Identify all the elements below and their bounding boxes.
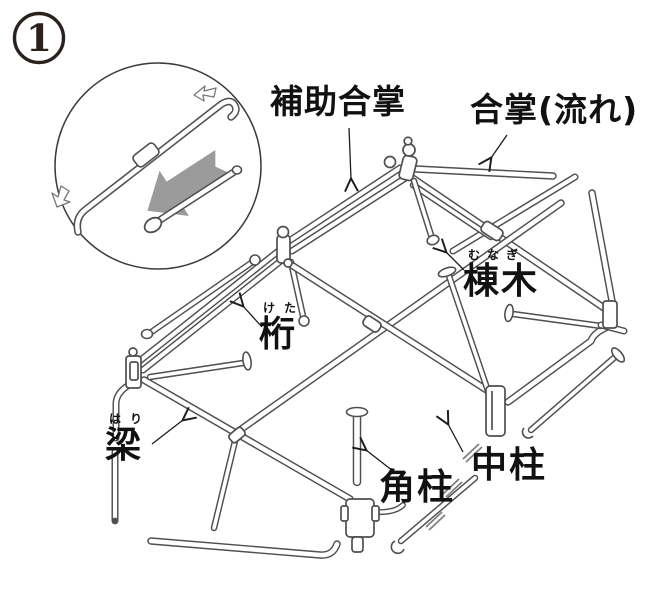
bottom-sleeve: [345, 498, 375, 538]
furigana-keta: けた: [263, 301, 306, 315]
label-hari: はり 梁: [105, 412, 152, 466]
flange-head: [610, 347, 626, 363]
pipe-fill: [283, 165, 403, 246]
arrow-hojo-gassho: [349, 127, 351, 179]
arrow-nakabashira: [448, 424, 464, 453]
arrow-hari: [151, 420, 183, 445]
furigana-hari: はり: [109, 412, 152, 426]
inset-detail: [51, 62, 262, 270]
label-arrows: [151, 127, 508, 472]
ball-end: [140, 328, 154, 340]
pipe-fill: [511, 312, 603, 328]
leg-tip: [111, 517, 119, 525]
pipe-fill: [134, 246, 284, 366]
pipe-fill: [399, 476, 477, 543]
pipe-fill: [289, 174, 410, 254]
pipe-fill: [212, 435, 238, 530]
flange-head: [242, 351, 252, 371]
pipe-fill: [450, 174, 578, 254]
cross-coupler: [362, 315, 382, 333]
insertion-dashes: [425, 443, 483, 531]
frame-joints: [125, 136, 618, 553]
label-nakabashira: 中柱: [471, 445, 548, 486]
flange-head: [437, 266, 457, 278]
step-badge-ring: [12, 11, 66, 65]
label-hojo-gassho: 補助合掌: [270, 82, 406, 121]
pipe-fill: [289, 260, 305, 318]
left-corner-inner: [129, 361, 139, 381]
post-cap: [345, 406, 369, 418]
insert-direction-arrow: [147, 150, 231, 217]
furigana-munagi: むなぎ: [468, 248, 526, 262]
pipe-fill: [447, 274, 490, 393]
pipe-fill: [529, 355, 617, 432]
pipe-fill: [148, 538, 340, 558]
knob-ball: [128, 347, 138, 357]
cross-coupler: [480, 220, 504, 242]
inset-circle: [54, 62, 262, 270]
center-post-sleeve: [485, 385, 506, 437]
bottom-sleeve-lug: [371, 505, 380, 522]
label-kakubashira: 角柱: [379, 467, 456, 508]
hook-end: [521, 427, 534, 439]
pipe-fill: [589, 190, 615, 304]
arrow-kakubashira: [366, 450, 394, 472]
pipe-fill: [237, 200, 564, 433]
label-keta: けた 桁: [259, 301, 306, 355]
step-number: 1: [26, 16, 52, 60]
fork-coupler: [228, 426, 246, 444]
pipe-fill: [141, 377, 353, 502]
pipe-coupling: [132, 142, 160, 168]
pipe-fill: [140, 253, 290, 373]
knob-ring: [283, 258, 293, 268]
ball-end: [298, 315, 310, 327]
arrow-keta: [243, 306, 263, 328]
pipe-fill: [411, 183, 493, 239]
pipe-fill: [148, 361, 245, 379]
ball-end: [231, 165, 243, 175]
eye-loop-end: [143, 216, 163, 234]
pipe-fill: [148, 259, 256, 335]
ball-end: [249, 254, 261, 266]
pipe-frame: [111, 164, 628, 559]
arrow-munagi: [446, 252, 465, 271]
label-gassho-nagare: 合掌(流れ): [470, 90, 639, 129]
flange-head: [504, 303, 514, 323]
twist-direction-arrow-icon: [51, 185, 71, 208]
step-badge: 1: [12, 11, 66, 65]
knob-ball: [402, 143, 416, 157]
knob-ball: [276, 225, 290, 239]
bottom-sleeve-tab: [351, 536, 364, 553]
hook-end: [390, 540, 405, 555]
pipe-fill: [413, 166, 556, 179]
pipe-fill: [412, 179, 433, 237]
knob-ball: [383, 155, 397, 169]
knob-ball: [403, 136, 413, 146]
pipe-fill: [290, 263, 499, 399]
pipe-end-caps: [111, 234, 626, 555]
arrow-gassho-nagare: [491, 134, 508, 158]
bottom-sleeve-lug: [340, 505, 349, 522]
right-corner-bracket: [602, 300, 618, 329]
twist-direction-arrow-icon: [193, 85, 217, 102]
label-munagi: むなぎ 棟木: [463, 248, 540, 302]
